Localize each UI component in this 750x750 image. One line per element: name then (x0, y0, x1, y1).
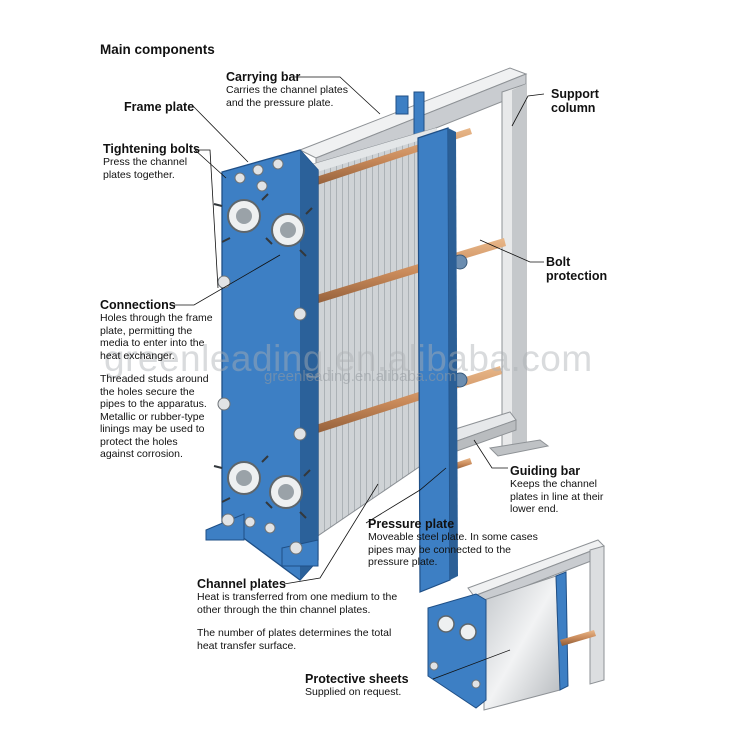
channel-plates-title: Channel plates (197, 577, 286, 591)
support-column-title: Support column (551, 87, 599, 115)
channel-plates-desc2: The number of plates determines the tota… (197, 627, 392, 652)
leader-lines (174, 76, 545, 680)
pressure-plate-shape (417, 127, 458, 593)
connections-title: Connections (100, 298, 176, 312)
label-guiding-bar: Guiding bar Keeps the channel plates in … (510, 464, 610, 516)
tightening-bolts-title: Tightening bolts (103, 142, 200, 156)
connection-ports (227, 199, 305, 509)
label-support-column: Support column (551, 87, 611, 115)
carrying-bar-title: Carrying bar (226, 70, 301, 84)
bolt-protection-title: Bolt protection (546, 255, 608, 283)
label-protective-sheets: Protective sheets Supplied on request. (305, 672, 425, 699)
label-tightening-bolts: Tightening bolts Press the channel plate… (103, 142, 203, 181)
label-frame-plate: Frame plate (124, 100, 194, 114)
connections-desc2: Threaded studs around the holes secure t… (100, 373, 209, 460)
protective-sheets-desc: Supplied on request. (305, 686, 402, 698)
frame-plate-title: Frame plate (124, 100, 195, 114)
tightening-bolts-desc: Press the channel plates together. (103, 156, 188, 181)
channel-plates-desc: Heat is transferred from one medium to t… (197, 591, 398, 616)
carrying-bar-desc: Carries the channel plates and the press… (226, 84, 348, 109)
pressure-plate-desc: Moveable steel plate. In some cases pipe… (368, 531, 538, 568)
heading: Main components (100, 42, 215, 57)
label-connections: Connections Holes through the frame plat… (100, 298, 214, 461)
connections-desc: Holes through the frame plate, permittin… (100, 312, 213, 362)
label-carrying-bar: Carrying bar Carries the channel plates … (226, 70, 361, 109)
protective-sheets-title: Protective sheets (305, 672, 409, 686)
label-bolt-protection: Bolt protection (546, 255, 616, 283)
pressure-plate-title: Pressure plate (368, 517, 455, 531)
guiding-bar-desc: Keeps the channel plates in line at thei… (510, 478, 604, 515)
protective-sheets-inset (427, 539, 605, 711)
guiding-bar-title: Guiding bar (510, 464, 581, 478)
label-channel-plates: Channel plates Heat is transferred from … (197, 577, 403, 652)
frame-plate-shape (205, 149, 319, 581)
label-pressure-plate: Pressure plate Moveable steel plate. In … (368, 517, 548, 569)
